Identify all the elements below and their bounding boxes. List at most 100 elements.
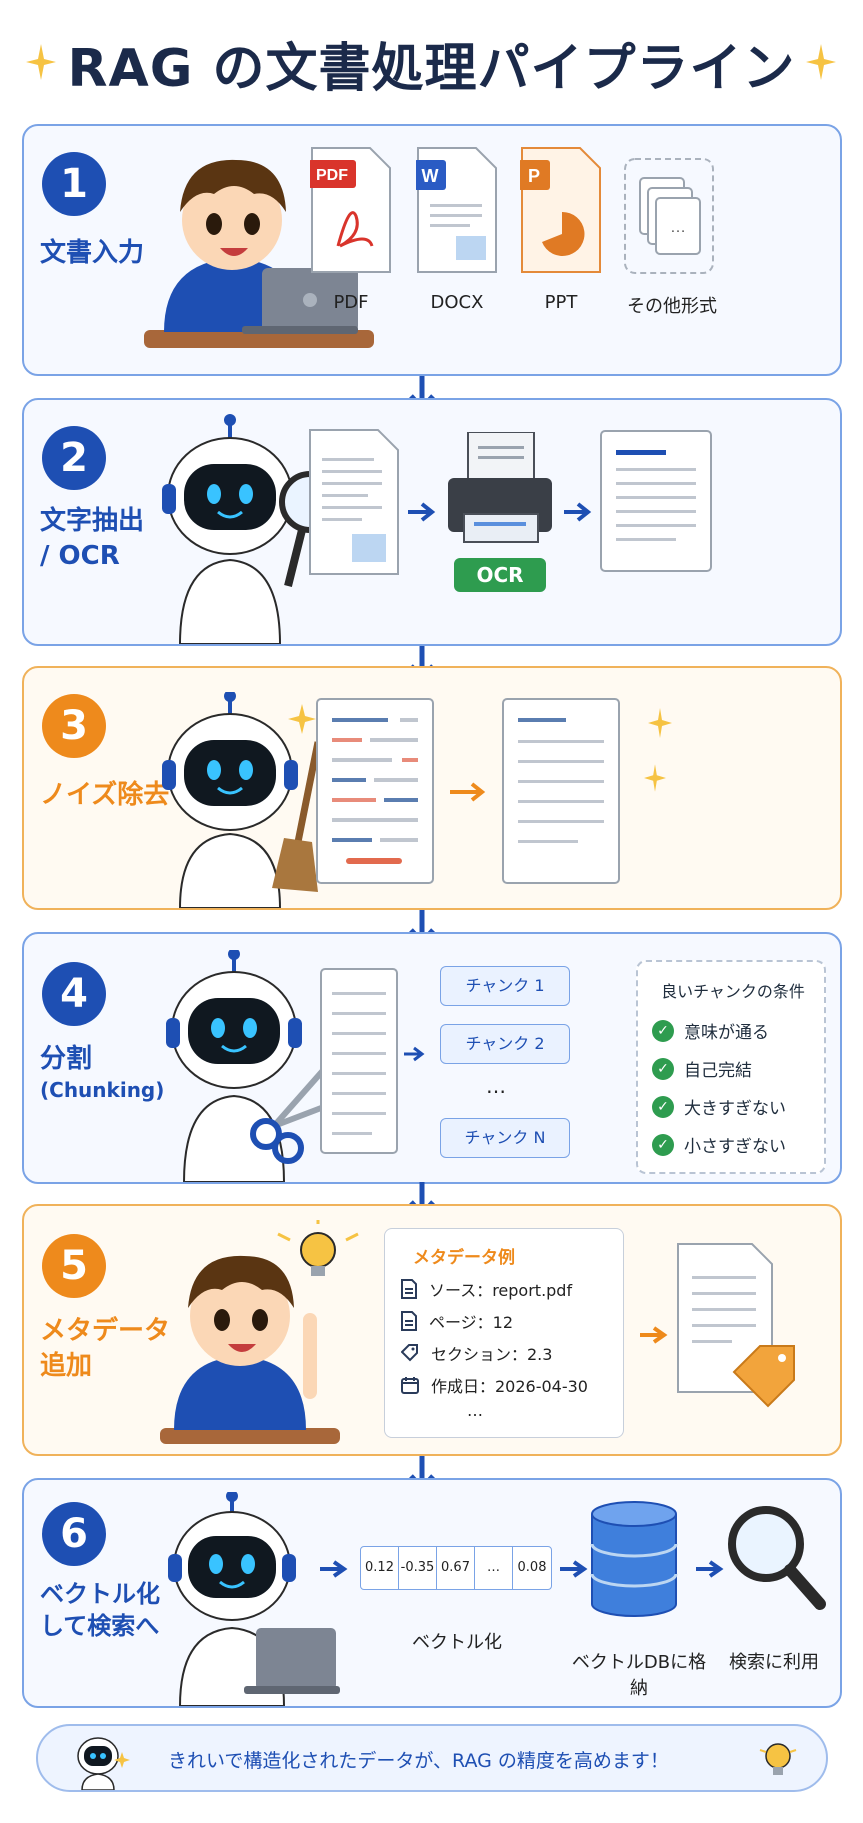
other-formats-icon: … — [624, 158, 714, 274]
step-1-number: 1 — [42, 152, 106, 216]
sparkle-icon — [648, 708, 672, 738]
sparkle-icon — [806, 44, 836, 80]
step-5-label-line1: メタデータ — [40, 1316, 171, 1346]
right-arrow-icon — [564, 502, 592, 522]
step-6-panel: 6 ベクトル化 して検索へ 0.12 -0.35 0.67 … 0.08 ベクト… — [22, 1478, 842, 1708]
robot-with-scissors-illustration — [166, 950, 344, 1182]
svg-text:P: P — [528, 166, 540, 186]
lightbulb-icon — [759, 1743, 797, 1775]
chunk-2-card: チャンク 2 — [440, 1024, 570, 1064]
summary-text: きれいで構造化されたデータが、RAG の精度を高めます！ — [168, 1750, 669, 1772]
step-6-number: 6 — [42, 1502, 106, 1566]
tagged-document-icon — [677, 1243, 795, 1408]
page-title: RAG の文書処理パイプライン — [67, 39, 796, 99]
right-arrow-icon — [320, 1560, 348, 1578]
clean-document-icon — [502, 698, 620, 884]
docx-caption: DOCX — [430, 292, 484, 313]
extracted-text-document-icon — [600, 430, 712, 572]
metadata-date-row: 作成日：2026-04-30 — [401, 1373, 588, 1397]
condition-item: ✓意味が通る — [652, 1018, 769, 1043]
vector-db-caption: ベクトルDBに格納 — [571, 1652, 707, 1699]
right-arrow-icon — [408, 502, 436, 522]
check-icon: ✓ — [652, 1057, 674, 1080]
vector-value: … — [475, 1547, 513, 1589]
check-icon: ✓ — [652, 1095, 674, 1118]
svg-text:PDF: PDF — [316, 167, 348, 184]
other-formats-caption: その他形式 — [627, 296, 717, 317]
step-3-number: 3 — [42, 694, 106, 758]
noisy-document-icon — [316, 698, 434, 884]
chunk-n-card: チャンク N — [440, 1118, 570, 1158]
search-caption: 検索に利用 — [729, 1652, 819, 1673]
condition-item: ✓小さすぎない — [652, 1132, 786, 1157]
sparkle-icon — [644, 764, 666, 792]
step-5-label: メタデータ 追加 — [40, 1314, 170, 1384]
step-4-panel: 4 分割 (Chunking) チャンク 1 チャンク 2 … チャンク N — [22, 932, 842, 1184]
step-5-label-line2: 追加 — [40, 1351, 93, 1382]
step-1-panel: 1 文書入力 PDF W P … — [22, 124, 842, 376]
metadata-source-row: ソース：report.pdf — [401, 1277, 572, 1301]
vector-value: 0.67 — [437, 1547, 475, 1589]
svg-text:W: W — [422, 166, 439, 186]
pdf-file-icon: PDF — [310, 147, 391, 273]
step-6-label-line1: ベクトル化 — [40, 1580, 160, 1608]
vector-database-icon — [590, 1501, 678, 1617]
step-3-panel: 3 ノイズ除去 — [22, 666, 842, 910]
boy-with-idea-illustration — [160, 1220, 359, 1444]
docx-file-icon: W — [416, 147, 497, 273]
right-arrow-icon — [560, 1560, 588, 1578]
step-6-label: ベクトル化 して検索へ — [40, 1578, 160, 1643]
right-arrow-icon — [450, 782, 486, 802]
robot-avatar-icon — [77, 1737, 130, 1790]
source-document-icon — [320, 968, 398, 1154]
sparkle-icon — [26, 44, 56, 80]
step-2-label-line2: / OCR — [40, 541, 120, 572]
step-2-panel: 2 文字抽出 / OCR OCR — [22, 398, 842, 646]
step-4-label-sub: (Chunking) — [40, 1078, 165, 1103]
scanned-document-icon — [309, 429, 399, 575]
metadata-ellipsis: … — [467, 1401, 485, 1420]
check-icon: ✓ — [652, 1019, 674, 1042]
svg-text:…: … — [670, 219, 686, 236]
step-4-number: 4 — [42, 962, 106, 1026]
robot-with-broom-illustration — [162, 692, 322, 908]
step-2-label-line1: 文字抽出 — [40, 506, 145, 536]
chunk-1-card: チャンク 1 — [440, 966, 570, 1006]
summary-banner: きれいで構造化されたデータが、RAG の精度を高めます！ — [36, 1724, 828, 1792]
condition-item: ✓大きすぎない — [652, 1094, 786, 1119]
step-4-label: 分割 (Chunking) — [40, 1042, 164, 1104]
step-4-label-main: 分割 — [40, 1044, 93, 1074]
pdf-caption: PDF — [333, 292, 369, 313]
robot-with-laptop-illustration — [168, 1492, 340, 1706]
robot-with-magnifier-illustration — [162, 414, 341, 644]
ocr-badge: OCR — [454, 558, 546, 592]
step-5-number: 5 — [42, 1234, 106, 1298]
vector-value: 0.12 — [361, 1547, 399, 1589]
ppt-file-icon: P — [520, 147, 601, 273]
document-icon — [401, 1311, 417, 1331]
metadata-example-box: メタデータ例 ソース：report.pdf ページ：12 セクション：2.3 作… — [384, 1228, 624, 1438]
vector-value: 0.08 — [517, 1560, 547, 1575]
ppt-caption: PPT — [544, 292, 578, 313]
step-2-label: 文字抽出 / OCR — [40, 504, 144, 574]
right-arrow-icon — [640, 1326, 668, 1344]
vector-value: -0.35 — [399, 1547, 437, 1589]
search-icon — [728, 1506, 826, 1610]
step-1-label: 文書入力 — [40, 238, 145, 268]
chunk-ellipsis: … — [486, 1074, 508, 1098]
vector-embedding-row: 0.12 -0.35 0.67 … 0.08 — [360, 1546, 552, 1590]
metadata-section-row: セクション：2.3 — [401, 1341, 552, 1365]
scanner-icon — [448, 432, 552, 543]
right-arrow-icon — [404, 1046, 425, 1062]
tag-icon — [401, 1344, 418, 1362]
conditions-title: 良いチャンクの条件 — [661, 982, 805, 1001]
step-2-number: 2 — [42, 426, 106, 490]
step-3-label: ノイズ除去 — [40, 780, 170, 810]
step-6-label-line2: して検索へ — [40, 1612, 160, 1641]
check-icon: ✓ — [652, 1133, 674, 1156]
metadata-title: メタデータ例 — [413, 1248, 515, 1268]
document-icon — [401, 1279, 417, 1299]
step-5-panel: 5 メタデータ 追加 メタデータ例 ソース：report.pdf ページ：12 … — [22, 1204, 842, 1456]
condition-item: ✓自己完結 — [652, 1056, 752, 1081]
boy-with-laptop-illustration — [144, 159, 374, 348]
